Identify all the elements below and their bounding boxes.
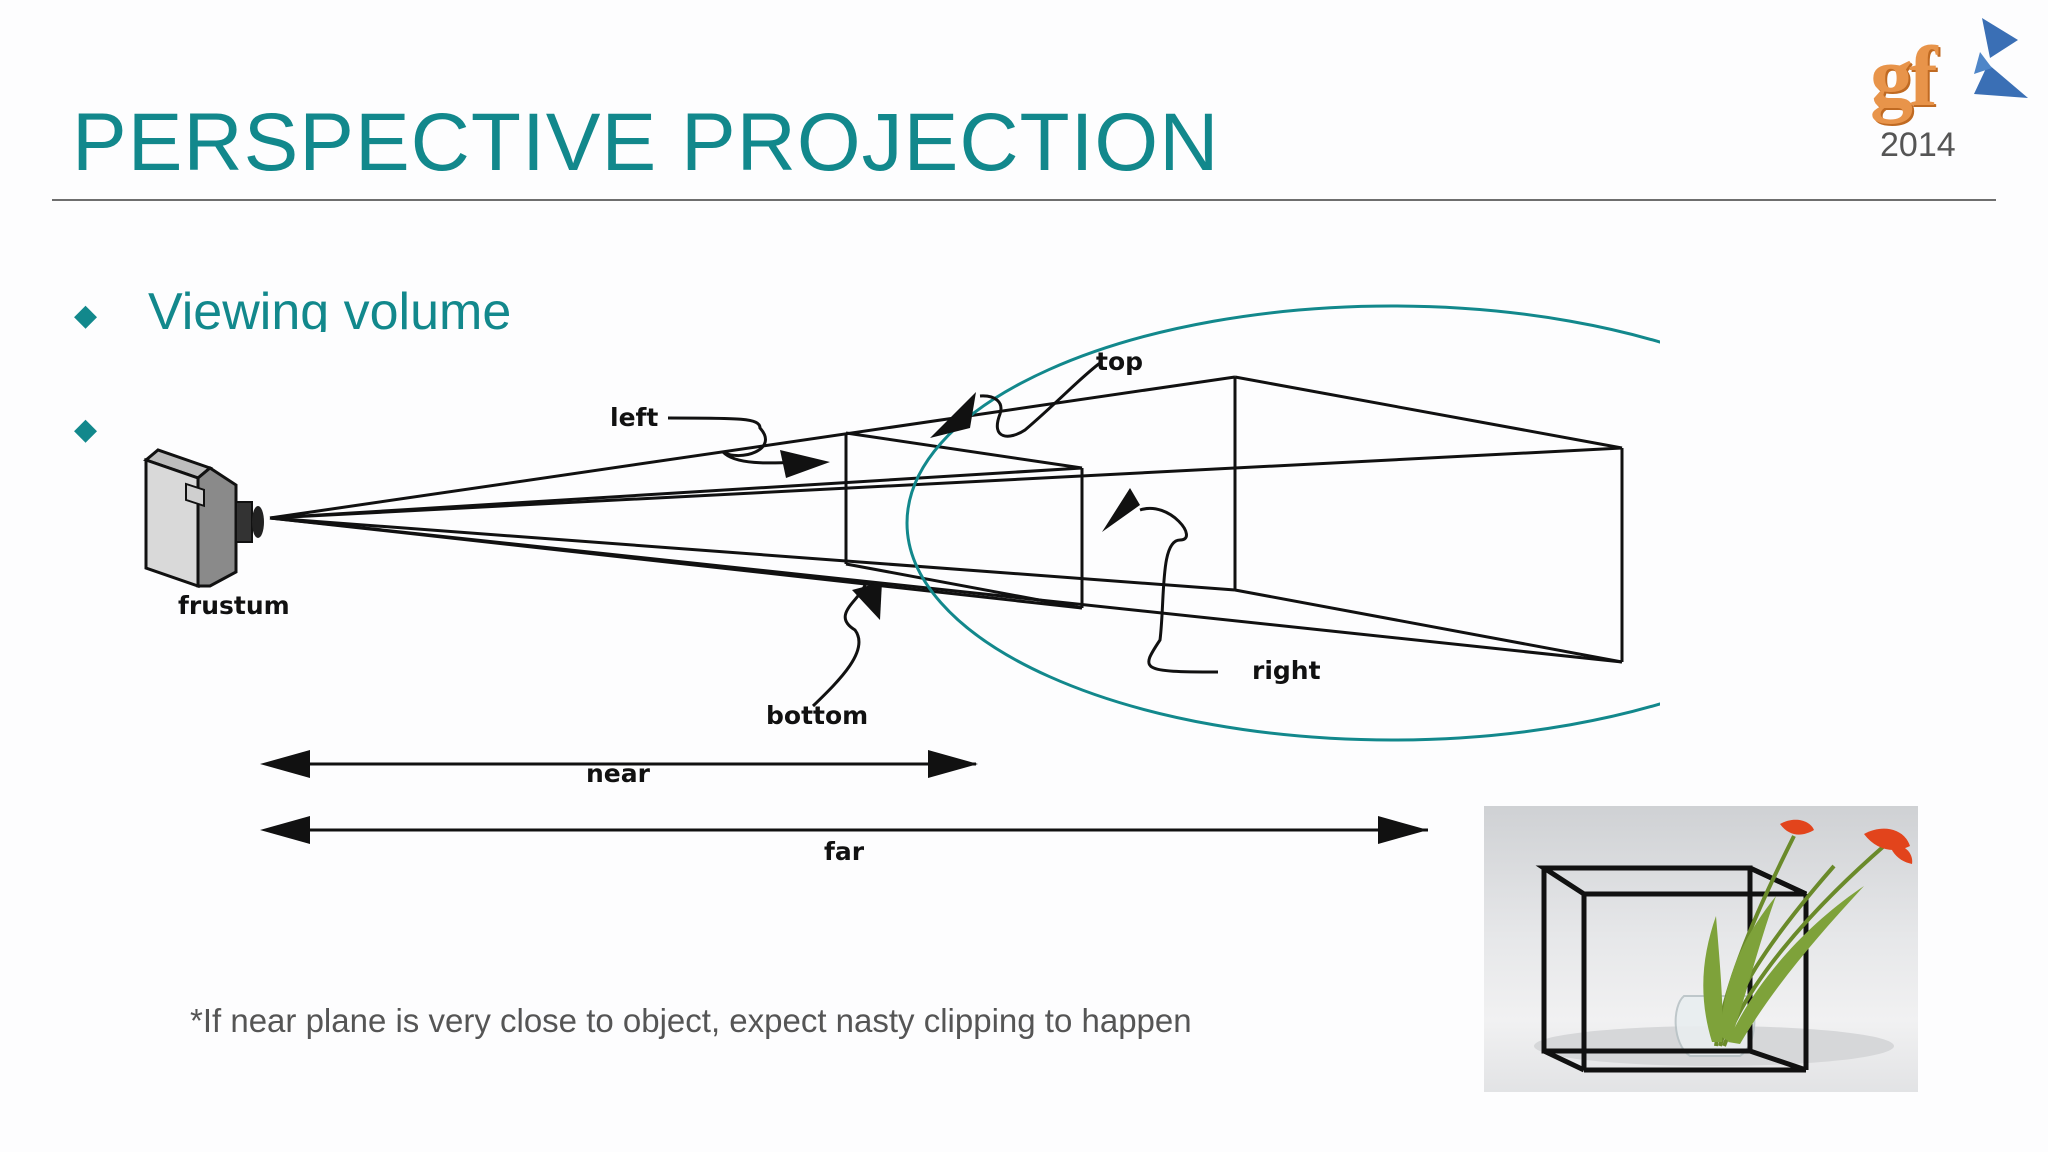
label-far: far (824, 837, 865, 866)
bullet-diamond-icon: ◆ (74, 299, 98, 332)
near-plane (844, 431, 1084, 610)
frustum-photo (1484, 806, 1918, 1092)
wireframe-box-illustration (1534, 819, 1913, 1073)
logo-mark-icon (1974, 18, 2028, 98)
title-divider (52, 199, 1996, 201)
label-camera: frustum (178, 591, 290, 620)
footnote: *If near plane is very close to object, … (190, 1002, 1192, 1039)
logo-year: 2014 (1880, 126, 1956, 164)
frustum-diagram: left top right bottom frustum near far (142, 304, 1660, 866)
label-left: left (610, 403, 658, 432)
label-near: near (586, 759, 651, 788)
logo-text: gf (1870, 28, 1938, 124)
far-plane (1233, 375, 1624, 664)
bullet-text: Viewing volume (148, 283, 512, 332)
label-top: top (1096, 347, 1143, 376)
label-bottom: bottom (766, 701, 868, 730)
camera-icon (142, 448, 264, 589)
frustum-rays (269, 375, 1623, 664)
pointer-arrowheads (780, 392, 1140, 620)
highlight-ellipse (905, 304, 1660, 742)
pointer-arrows (667, 361, 1219, 708)
dimension-lines (282, 762, 1428, 832)
logo: gf (1862, 12, 2028, 124)
tulip-leaves (1703, 886, 1864, 1044)
label-right: right (1252, 656, 1321, 685)
bullet-diamond-icon: ◆ (74, 413, 98, 446)
dimension-arrowheads (260, 750, 1428, 844)
tulip-flowers (1780, 819, 1913, 864)
slide-title: PERSPECTIVE PROJECTION (72, 97, 1220, 188)
